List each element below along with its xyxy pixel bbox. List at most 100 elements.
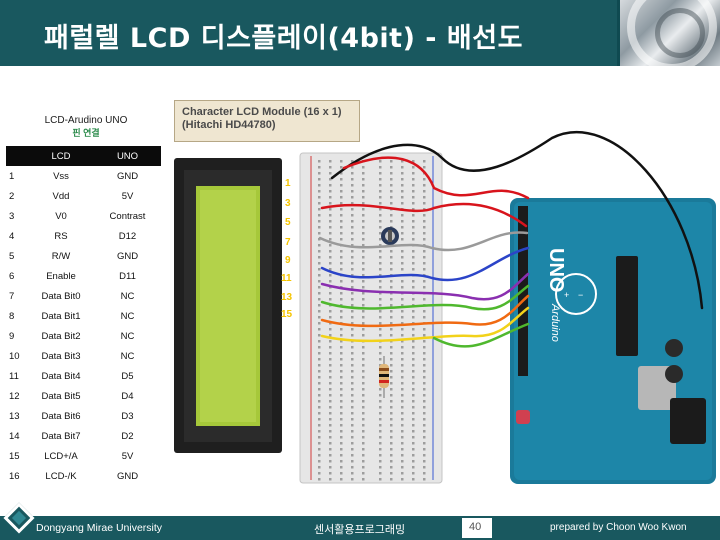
table-row: 11 Data Bit4 D5 (6, 366, 161, 386)
page-number: 40 (469, 521, 482, 533)
lcd-pin-cell: RS (54, 230, 68, 242)
wire-black (330, 131, 704, 310)
footer-university: Dongyang Mirae University (36, 522, 163, 534)
wire-red (320, 202, 528, 228)
lcd-pin-number: 1 (285, 178, 291, 189)
lcd-pin-cell: V0 (55, 210, 67, 222)
wire-green-2 (432, 322, 530, 348)
uno-pin-cell: 5V (121, 190, 134, 202)
table-caption-title: LCD-Arudino UNO (44, 115, 128, 126)
lcd-pin-cell: Enable (46, 270, 76, 282)
uno-pin-cell: D12 (118, 230, 137, 242)
uno-pin-cell: NC (120, 310, 135, 322)
pin-number-cell: 13 (9, 410, 20, 422)
wiring-diagram-svg: + − UNO Arduino (174, 131, 716, 484)
header-divider (617, 0, 620, 66)
power-jack (670, 398, 706, 444)
header-arc-shape (627, 0, 717, 72)
pin-number-cell: 11 (9, 370, 19, 382)
wire-red-top (342, 156, 530, 200)
uno-pin-cell: D11 (119, 270, 136, 282)
table-row: 6 Enable D11 (6, 266, 161, 286)
page-title: 패럴렐 LCD 디스플레이(4bit) - 배선도 (44, 23, 523, 54)
arduino-brand-text: Arduino (549, 303, 561, 342)
table-row: 2 Vdd 5V (6, 186, 161, 206)
slide-footer (0, 516, 720, 540)
pin-number-cell: 15 (9, 450, 20, 462)
lcd-module-subtitle: (Hitachi HD44780) (182, 119, 276, 131)
potentiometer (381, 227, 399, 245)
lcd-pin-number: 3 (285, 198, 291, 209)
table-row: 4 RS D12 (6, 226, 161, 246)
lcd-pin-cell: Vss (53, 170, 69, 182)
lcd-pin-cell: Vdd (52, 190, 70, 202)
table-header-row: LCD UNO (6, 146, 161, 166)
breadboard-holes (318, 160, 426, 481)
uno-pin-cell: D2 (121, 430, 134, 442)
lcd-pin-cell: Data Bit1 (41, 310, 81, 322)
lcd-pin-number: 15 (281, 309, 293, 320)
wires (318, 131, 704, 348)
table-row: 14 Data Bit7 D2 (6, 426, 161, 446)
table-header-cell: UNO (94, 146, 161, 166)
lcd-pin-number: 11 (281, 273, 292, 284)
footer-course-name: 센서활용프로그래밍 (314, 523, 406, 536)
uno-pin-cell: 5V (121, 450, 134, 462)
header-arc-shape-inner (655, 8, 705, 58)
pin-number-cell: 5 (9, 250, 15, 262)
wire-blue (320, 246, 530, 282)
slide-header: 패럴렐 LCD 디스플레이(4bit) - 배선도 (0, 0, 720, 72)
header-decoration-image (617, 0, 720, 72)
uno-pin-cell: NC (120, 330, 135, 342)
pin-number-cell: 4 (9, 230, 15, 242)
lcd-pin-cell: LCD+/A (44, 450, 78, 462)
page-number-badge (462, 518, 492, 538)
lcd-module (174, 158, 282, 453)
wire-green (320, 284, 530, 311)
pin-number-cell: 14 (9, 430, 20, 442)
wire-gray (318, 231, 529, 252)
lcd-module-title: Character LCD Module (16 x 1) (182, 106, 342, 118)
table-caption-subtitle: 핀 연결 (72, 128, 100, 138)
table-row: 8 Data Bit1 NC (6, 306, 161, 326)
table-header-cell: LCD (28, 146, 94, 166)
table-row: 15 LCD+/A 5V (6, 446, 161, 466)
wiring-diagram: + − UNO Arduino 1 3 5 7 9 11 13 15 (172, 98, 720, 486)
uno-pin-cell: NC (120, 350, 135, 362)
lcd-pin-cell: Data Bit7 (41, 430, 81, 442)
lcd-pin-cell: Data Bit0 (41, 290, 81, 302)
uno-pin-cell: D5 (121, 370, 134, 382)
pin-number-cell: 12 (9, 390, 20, 402)
wire-orange (320, 294, 530, 328)
wire-purple (320, 272, 530, 301)
lcd-pin-number: 9 (285, 255, 291, 266)
table-header-cell (6, 146, 28, 166)
uno-pin-cell: GND (116, 250, 139, 262)
breadboard (299, 152, 443, 484)
arduino-uno-board: + − UNO Arduino (510, 198, 716, 484)
lcd-pin-cell: Data Bit4 (41, 370, 81, 382)
pin-number-cell: 8 (9, 310, 15, 322)
pin-number-cell: 2 (9, 190, 15, 202)
uno-pin-cell: GND (116, 470, 139, 482)
pin-number-cell: 1 (9, 170, 15, 182)
lcd-pin-number: 7 (285, 237, 291, 248)
pin-number-cell: 16 (9, 470, 20, 482)
uno-pin-cell: D3 (121, 410, 134, 422)
pin-number-cell: 10 (9, 350, 20, 362)
uno-logo-text: UNO (545, 248, 567, 292)
pin-number-cell: 3 (9, 210, 15, 222)
uno-pin-cell: GND (116, 170, 139, 182)
resistor (379, 356, 389, 398)
pin-number-cell: 6 (9, 270, 15, 282)
wire-yellow (320, 306, 530, 343)
table-caption: LCD-Arudino UNO 핀 연결 (34, 115, 138, 139)
